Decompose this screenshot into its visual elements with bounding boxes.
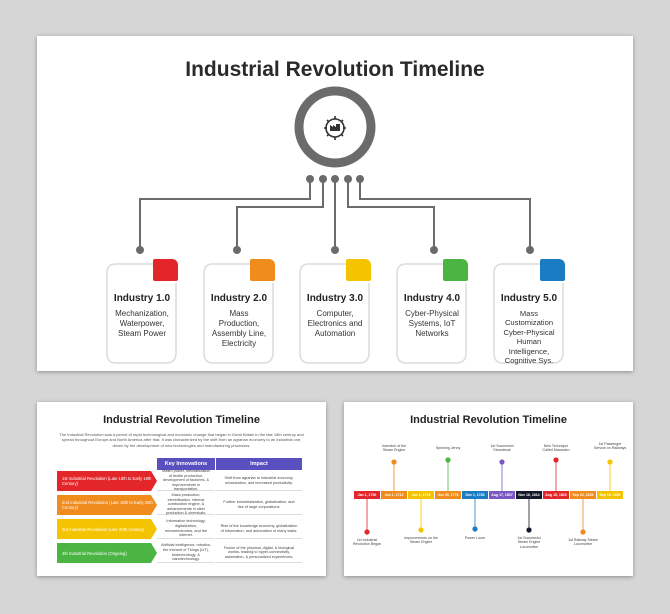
event-label-bottom: 1st Industrial Revolution Began — [352, 538, 382, 547]
event-label-bottom: Power Loom — [464, 536, 486, 540]
timeline-pins — [364, 457, 613, 535]
card-color-tab — [346, 259, 371, 281]
event-label-top: 1st Successful Steamboat — [490, 444, 514, 453]
timeline-date: Nov 16, 1814 — [516, 491, 542, 499]
card-color-tab — [540, 259, 565, 281]
row-label: 1st Industrial Revolution (Late 18th to … — [57, 471, 157, 491]
event-label-bottom: Improvements on the Steam Engine — [404, 536, 438, 545]
card-title: Industry 5.0 — [500, 293, 558, 304]
timeline-date: Aug 15, 1820 — [543, 491, 569, 499]
timeline-date: Aug 17, 1807 — [489, 491, 515, 499]
timeline-date: Jun 1, 1712 — [381, 491, 407, 499]
table-slide-title: Industrial Revolution Timeline — [103, 414, 260, 426]
row-label: 4th Industrial Revolution (Ongoing) — [57, 543, 157, 563]
card-description: Mass Customization Cyber-Physical Human … — [503, 309, 555, 366]
table-cell: Mass production, electrification, intern… — [157, 493, 215, 515]
event-label-bottom: 1st Railway Steam Locomotive — [568, 538, 598, 547]
timeline-slide[interactable]: Industrial Revolution Timeline Jan 1, 17… — [344, 402, 633, 576]
intro-paragraph: The Industrial Revolution was a period o… — [59, 432, 304, 448]
event-label-top: Invention of the Steam Engine — [381, 444, 407, 453]
connector-diagram — [136, 86, 534, 254]
timeline-date: Jun 1, 1776 — [408, 491, 434, 499]
card-color-tab — [153, 259, 178, 281]
card-description: Cyber-Physical Systems, IoT Networks — [405, 309, 459, 338]
card-color-tab — [250, 259, 275, 281]
card-industry-5[interactable]: Industry 5.0 Mass Customization Cyber-Ph… — [493, 259, 565, 366]
card-description: Mechanization, Waterpower, Steam Power — [115, 309, 169, 338]
timeline-date: Dec 1, 1783 — [462, 491, 488, 499]
timeline-slide-title: Industrial Revolution Timeline — [410, 414, 567, 426]
table-cell: Further industrialization, globalization… — [216, 495, 302, 515]
card-title: Industry 2.0 — [210, 293, 268, 304]
table-cell: Artificial intelligence, robotics, the I… — [157, 543, 215, 563]
event-label-bottom: 1st Successful Steam Engine Locomotive — [517, 536, 541, 549]
row-label: 3rd Industrial Revolution (Late 20th Cen… — [57, 519, 157, 539]
event-label-top: 1st Passenger Service on Railways — [593, 442, 627, 451]
timeline-date: Jun 30, 1776 — [435, 491, 461, 499]
table-cell: Information technology, digitalization, … — [157, 519, 215, 539]
timeline-date: Sep 15, 1830 — [597, 491, 623, 499]
card-title: Industry 3.0 — [306, 293, 364, 304]
card-industry-3[interactable]: Industry 3.0 Computer, Electronics and A… — [299, 259, 371, 364]
event-label-top: New Technique Called Macadam — [542, 444, 570, 453]
table-cell: Shift from agrarian to industrial econom… — [216, 471, 302, 491]
card-industry-1[interactable]: Industry 1.0 Mechanization, Waterpower, … — [106, 259, 178, 364]
main-slide-title: Industrial Revolution Timeline — [185, 58, 485, 81]
timeline-date: Jan 1, 1700 — [354, 491, 380, 499]
table-slide[interactable]: Industrial Revolution Timeline The Indus… — [37, 402, 326, 576]
event-label-top: Spinning Jenny — [435, 446, 461, 450]
industry-gear-icon — [324, 116, 346, 140]
header-key-innovations: Key Innovations — [157, 458, 215, 470]
card-description: Mass Production, Assembly Line, Electric… — [211, 309, 267, 348]
table-cell: Rise of the knowledge economy, globaliza… — [216, 519, 302, 539]
table-cell: Fusion of the physical, digital, & biolo… — [216, 543, 302, 563]
timeline-date: Sep 22, 1825 — [570, 491, 596, 499]
card-title: Industry 1.0 — [113, 293, 171, 304]
card-description: Computer, Electronics and Automation — [307, 309, 363, 338]
main-slide[interactable]: Industrial Revolution Timeline — [37, 36, 633, 371]
card-outline — [299, 263, 370, 364]
table-cell: Steam power, mechanization of textile pr… — [157, 469, 215, 491]
card-industry-2[interactable]: Industry 2.0 Mass Production, Assembly L… — [203, 259, 275, 364]
card-color-tab — [443, 259, 468, 281]
header-impact: Impact — [216, 458, 302, 470]
row-label: 2nd Industrial Revolution (Late 19th to … — [57, 495, 157, 515]
card-industry-4[interactable]: Industry 4.0 Cyber-Physical Systems, IoT… — [396, 259, 468, 364]
card-title: Industry 4.0 — [403, 293, 461, 304]
